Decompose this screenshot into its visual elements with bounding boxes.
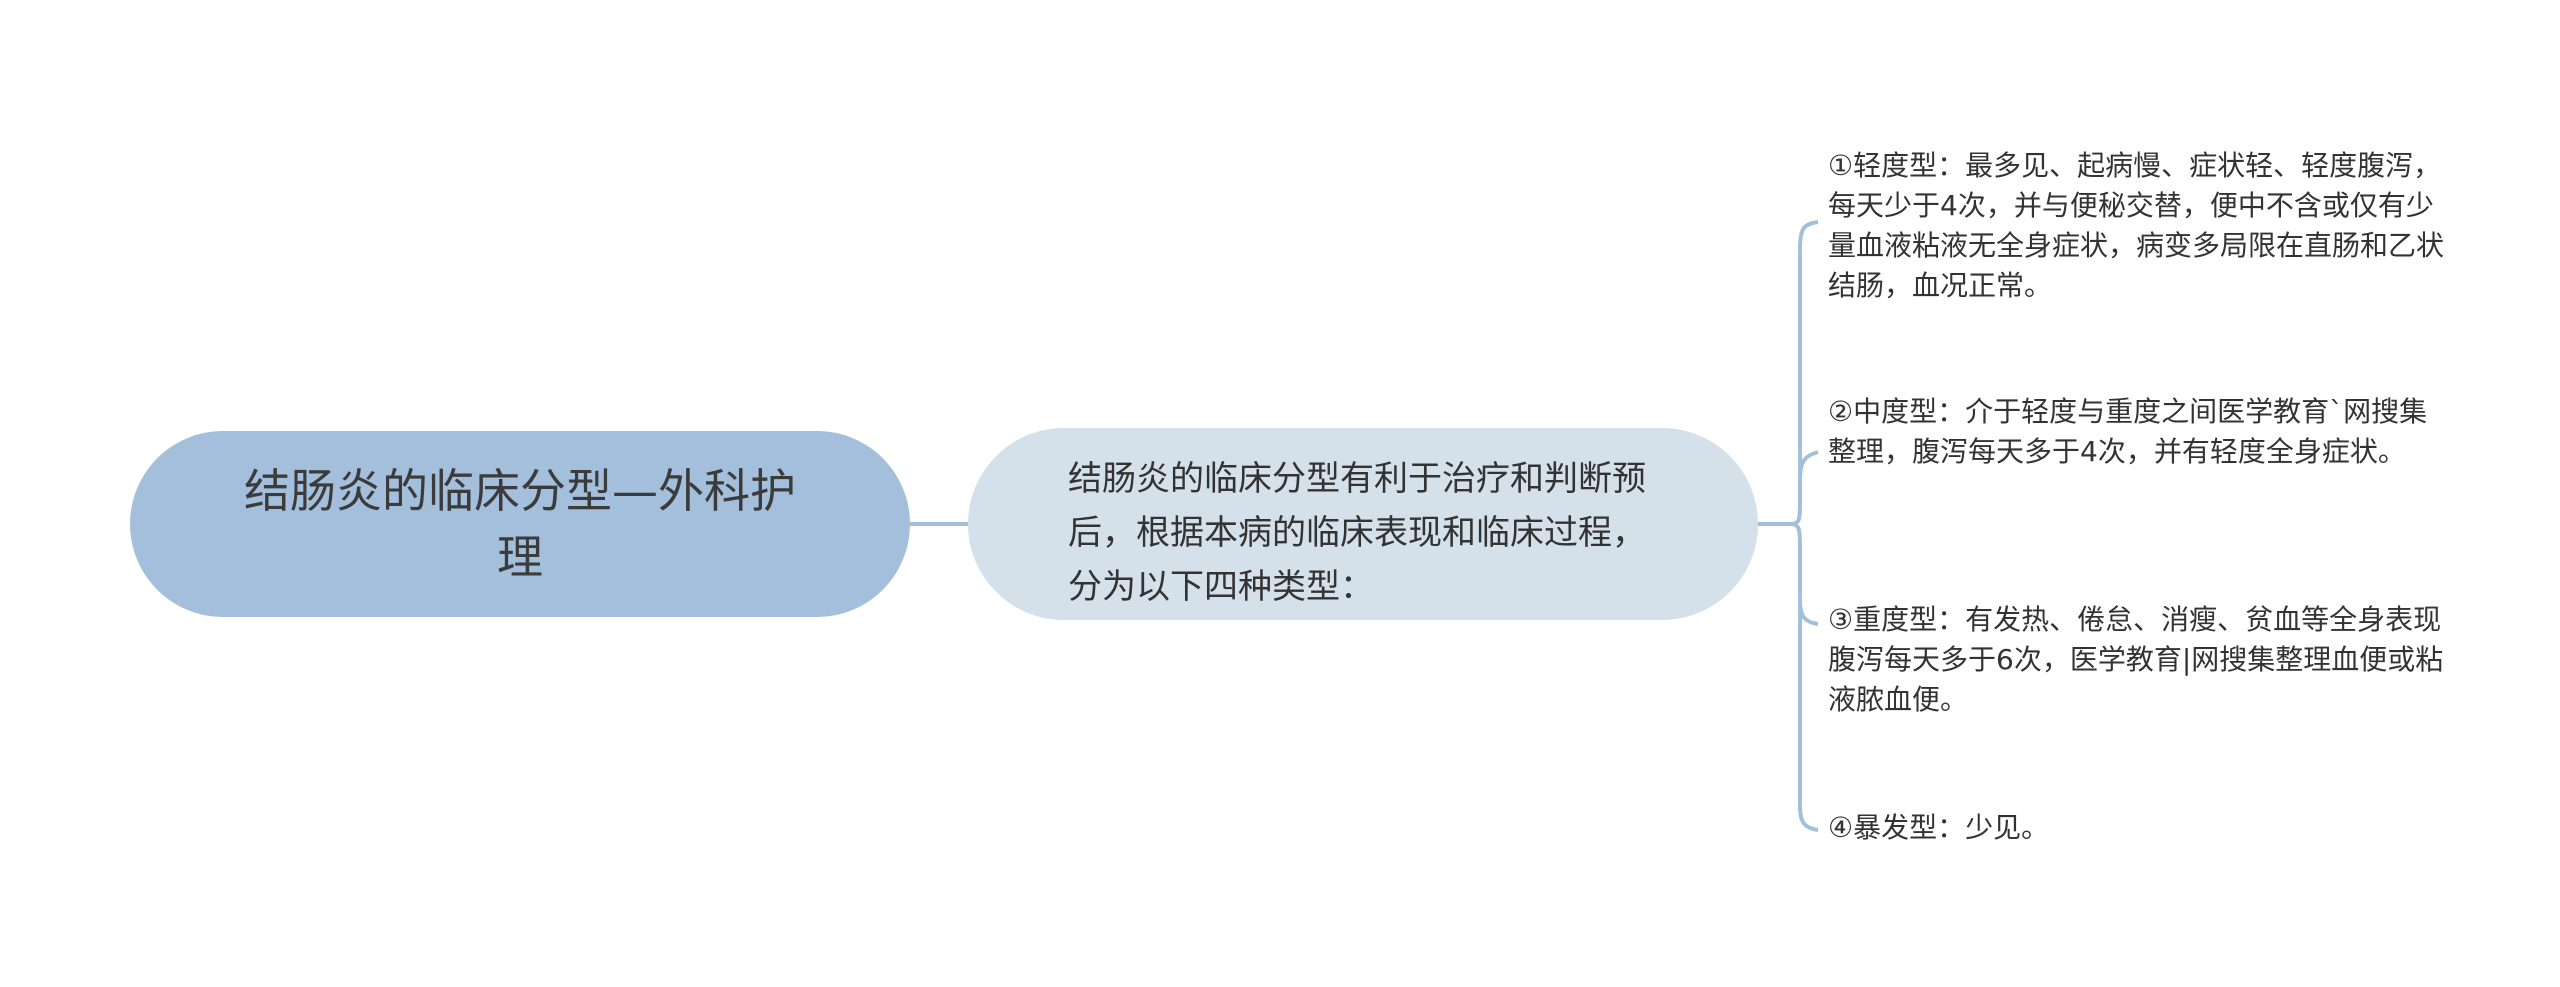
center-topic-label: 结肠炎的临床分型有利于治疗和判断预后，根据本病的临床表现和临床过程，分为以下四种… <box>1068 459 1646 607</box>
leaf-node-moderate-type[interactable]: ②中度型：介于轻度与重度之间医学教育`网搜集整理，腹泻每天多于4次，并有轻度全身… <box>1828 395 2428 468</box>
leaf-node-severe-type[interactable]: ③重度型：有发热、倦怠、消瘦、贫血等全身表现腹泻每天多于6次，医学教育|网搜集整… <box>1828 603 2444 716</box>
leaf-node-fulminant-type[interactable]: ④暴发型：少见。 <box>1828 811 2050 844</box>
branch-to-leaf-4 <box>1798 600 1819 832</box>
branch-to-leaf-3 <box>1789 522 1819 626</box>
root-topic-label: 结肠炎的临床分型—外科护理 <box>244 464 796 584</box>
leaf-node-mild-type[interactable]: ①轻度型：最多见、起病慢、症状轻、轻度腹泻，每天少于4次，并与便秘交替，便中不含… <box>1828 149 2445 302</box>
root-topic-node[interactable]: 结肠炎的临床分型—外科护理 <box>130 431 910 617</box>
branch-to-leaf-2 <box>1798 450 1819 481</box>
branch-trunk <box>1789 220 1819 526</box>
center-topic-node[interactable]: 结肠炎的临床分型有利于治疗和判断预后，根据本病的临床表现和临床过程，分为以下四种… <box>968 428 1758 620</box>
